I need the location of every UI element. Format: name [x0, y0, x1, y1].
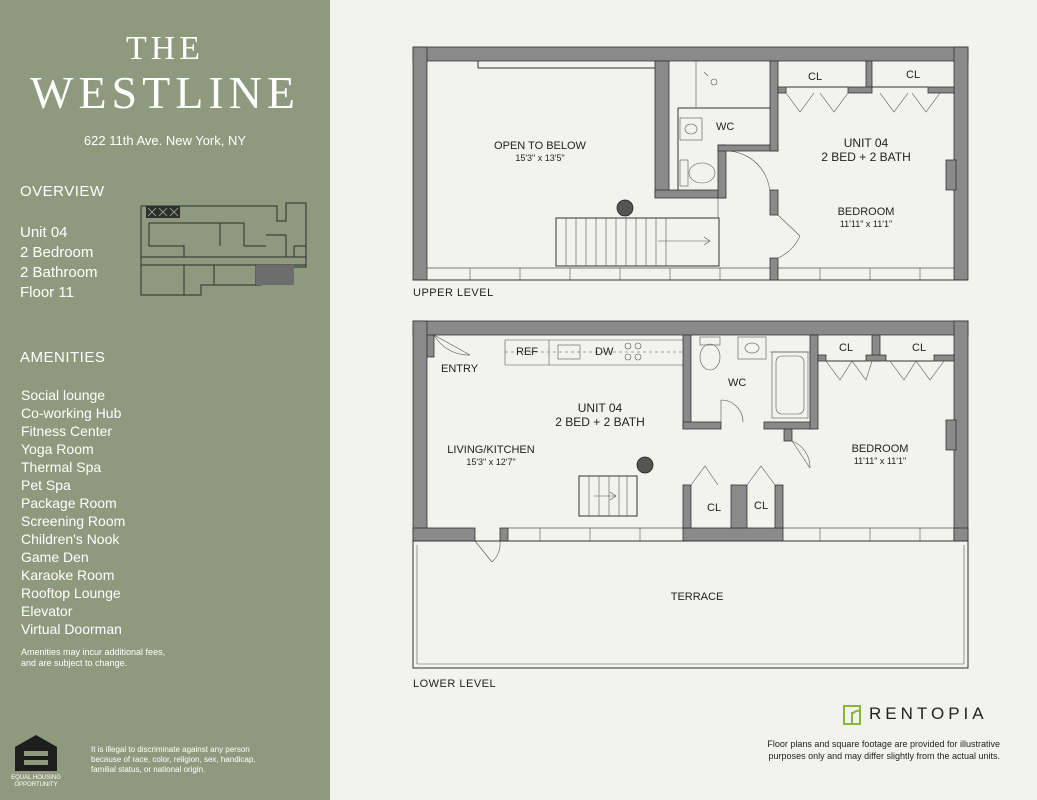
upper-closet-label: CL [906, 69, 921, 81]
lower-bedroom: BEDROOM 11'11" x 11'1" [851, 443, 909, 466]
upper-bedroom: BEDROOM 11'11" x 11'1" [837, 206, 895, 229]
terrace-label: TERRACE [670, 591, 724, 603]
overview-bedrooms: 2 Bedroom [20, 244, 94, 261]
upper-closet-label: CL [808, 71, 823, 83]
lower-unit-label: UNIT 04 2 BED + 2 BATH [555, 401, 645, 429]
amenities-note: Amenities may incur additional fees, and… [21, 647, 166, 668]
amenity-item: Social lounge [21, 387, 106, 403]
amenity-item: Rooftop Lounge [21, 585, 121, 601]
fair-housing-legal: It is illegal to discriminate against an… [91, 745, 256, 774]
amenity-item: Karaoke Room [21, 567, 115, 583]
column-lower [636, 456, 654, 474]
upper-level-plan [412, 46, 969, 281]
lower-closet-label: CL [839, 342, 854, 354]
column-upper [616, 199, 634, 217]
building-address: 622 11th Ave. New York, NY [83, 133, 247, 148]
overview-unit: Unit 04 [20, 224, 68, 241]
amenity-item: Pet Spa [21, 477, 71, 493]
key-plan-unit-highlight [256, 265, 294, 285]
dishwasher-label: DW [595, 346, 614, 358]
amenity-item: Co-working Hub [21, 405, 122, 421]
overview-title: OVERVIEW [20, 183, 105, 200]
brand-the: THE [125, 30, 205, 67]
amenity-item: Game Den [21, 549, 89, 565]
rentopia-logo-icon [843, 705, 861, 725]
lower-closet-label: CL [754, 500, 769, 512]
room-open-to-below: OPEN TO BELOW 15'3" x 13'5" [494, 140, 586, 163]
amenity-item: Thermal Spa [21, 459, 102, 475]
room-living-kitchen: LIVING/KITCHEN 15'3" x 12'7" [447, 444, 535, 467]
lower-wc-label: WC [728, 377, 747, 389]
floorplan-disclaimer: Floor plans and square footage are provi… [767, 739, 1000, 761]
upper-level-label: UPPER LEVEL [413, 287, 494, 299]
overview-floor: Floor 11 [20, 284, 74, 301]
rentopia-logo: RENTOPIA [843, 704, 988, 724]
refrigerator-label: REF [516, 346, 538, 358]
upper-unit-label: UNIT 04 2 BED + 2 BATH [821, 136, 911, 164]
lower-closet-label: CL [912, 342, 927, 354]
entry-label: ENTRY [441, 363, 479, 375]
equal-housing-icon [15, 735, 57, 771]
rentopia-wordmark: RENTOPIA [869, 704, 988, 723]
amenities-title: AMENITIES [20, 349, 106, 366]
floor-key-plan [140, 202, 307, 296]
upper-wc-label: WC [716, 121, 735, 133]
amenity-item: Elevator [21, 603, 73, 619]
brand-name: WESTLINE [30, 67, 300, 118]
sidebar: THE WESTLINE 622 11th Ave. New York, NY … [0, 0, 330, 800]
floor-plan-drawing: .wall { fill: #8a8a8a; stroke: #333; str… [412, 46, 969, 725]
equal-housing-caption: EQUAL HOUSING OPPORTUNITY [11, 775, 61, 788]
amenity-item: Yoga Room [21, 441, 94, 457]
lower-level-plan [412, 320, 969, 669]
amenity-item: Screening Room [21, 513, 126, 529]
lower-closet-label: CL [707, 502, 722, 514]
amenity-item: Children's Nook [21, 531, 120, 547]
amenity-item: Package Room [21, 495, 117, 511]
overview-bathrooms: 2 Bathroom [20, 264, 98, 281]
lower-level-label: LOWER LEVEL [413, 678, 497, 690]
amenity-item: Virtual Doorman [21, 621, 122, 637]
amenity-item: Fitness Center [21, 423, 113, 439]
